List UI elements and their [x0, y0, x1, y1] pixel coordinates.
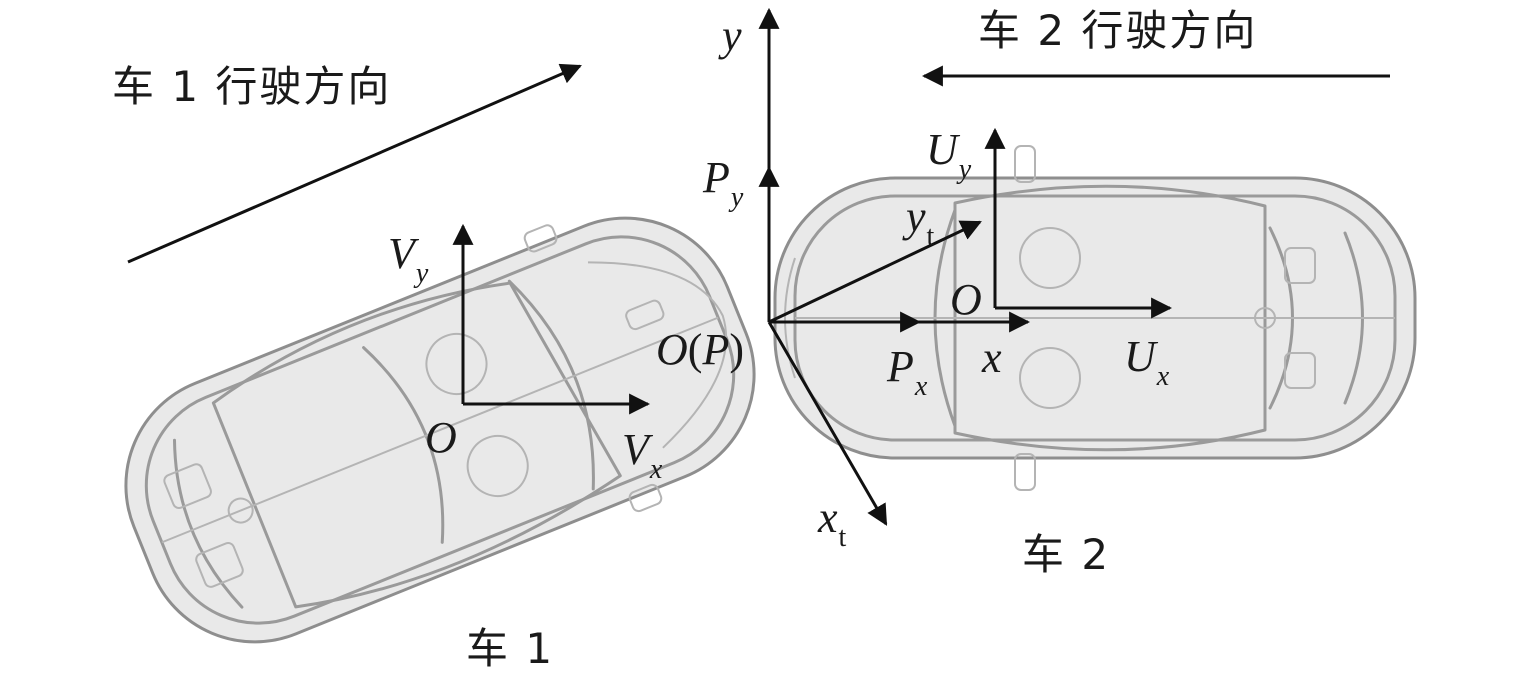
collision-origin-label: O(P) [656, 325, 744, 374]
car-2-label: 车 2 [1022, 530, 1111, 579]
car-2-direction-label: 车 2 行驶方向 [978, 6, 1258, 55]
yt-axis [768, 220, 982, 324]
xt-axis [767, 321, 888, 526]
car-1-direction-arrow [127, 63, 582, 264]
global-y-axis-label: y [722, 11, 742, 60]
car-2-uy-label: Uy [926, 125, 972, 185]
py-label: Py [703, 153, 744, 213]
global-x-axis-label: x [982, 333, 1002, 382]
car-2-drawing [773, 145, 1417, 491]
car-1-label: 车 1 [466, 624, 555, 673]
car-1-drawing [124, 216, 756, 644]
car-1-direction-label: 车 1 行驶方向 [112, 62, 392, 111]
yt-axis-label: yt [906, 192, 935, 252]
px-label: Px [887, 342, 928, 402]
car-2-origin-label: O [950, 275, 982, 324]
car-1-vx-label: Vx [622, 425, 663, 485]
car-1-vy-label: Vy [388, 229, 429, 289]
xt-axis-label: xt [818, 493, 847, 553]
car-1-origin-label: O [425, 413, 457, 462]
car-2-ux-label: Ux [1124, 332, 1170, 392]
